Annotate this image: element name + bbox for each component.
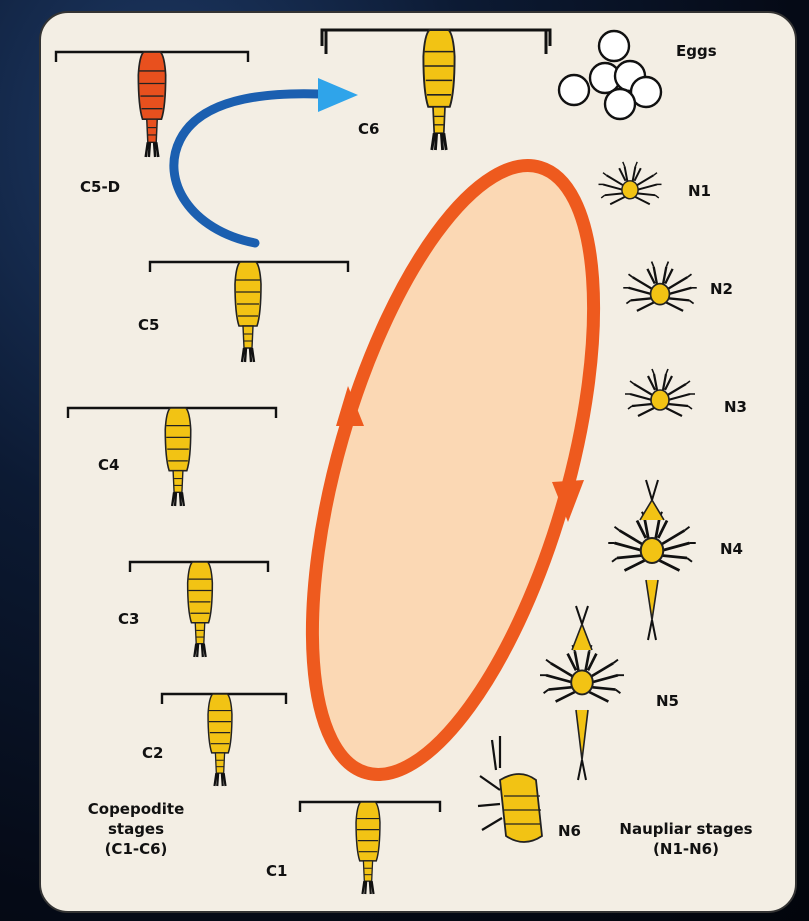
label-c2: C2 [142,744,163,762]
label-n4: N4 [720,540,743,558]
label-c3: C3 [118,610,139,628]
copepodite-caption-line3: (C1-C6) [105,840,168,858]
label-c6: C6 [358,120,379,138]
label-n6: N6 [558,822,581,840]
label-c1: C1 [266,862,287,880]
label-c4: C4 [98,456,119,474]
naupliar-caption-line1: Naupliar stages [619,820,752,838]
label-c5-d: C5-D [80,178,120,196]
copepodite-caption-line1: Copepodite [88,800,185,818]
naupliar-caption-line2: (N1-N6) [653,840,719,858]
egg-icon [599,31,629,61]
label-n5: N5 [656,692,679,710]
copepodite-caption-line2: stages [108,820,164,838]
label-n3: N3 [724,398,747,416]
label-eggs: Eggs [676,42,717,60]
egg-icon [559,75,589,105]
egg-icon [605,89,635,119]
label-n2: N2 [710,280,733,298]
label-c5: C5 [138,316,159,334]
label-n1: N1 [688,182,711,200]
